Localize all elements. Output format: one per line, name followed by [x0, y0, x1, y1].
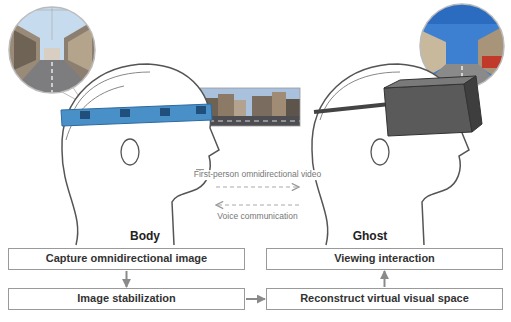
figure-node: Body	[75, 60, 215, 245]
node-label: Body	[128, 229, 162, 243]
flow-arrow	[246, 298, 265, 300]
node-label: Image stabilization	[77, 292, 175, 305]
figure-node: Ghost	[300, 60, 440, 245]
node-label: Reconstruct virtual visual space	[300, 292, 469, 305]
ghost-head	[312, 64, 482, 245]
edge-label: Voice communication	[215, 212, 299, 222]
process-box: Capture omnidirectional image	[8, 248, 245, 270]
node-label: Viewing interaction	[334, 252, 435, 265]
edge-label: First-person omnidirectional video	[192, 170, 324, 180]
flow-arrow	[384, 271, 386, 287]
process-box: Image stabilization	[8, 288, 245, 310]
flow-arrow	[126, 271, 128, 287]
panorama-image	[200, 88, 300, 126]
node-label: Capture omnidirectional image	[46, 252, 207, 265]
node-label: Ghost	[351, 229, 390, 243]
process-box: Reconstruct virtual visual space	[266, 288, 503, 310]
dashed-arrow	[216, 204, 299, 205]
process-box: Viewing interaction	[266, 248, 503, 270]
dashed-arrow	[216, 186, 299, 187]
body-head	[61, 64, 219, 245]
